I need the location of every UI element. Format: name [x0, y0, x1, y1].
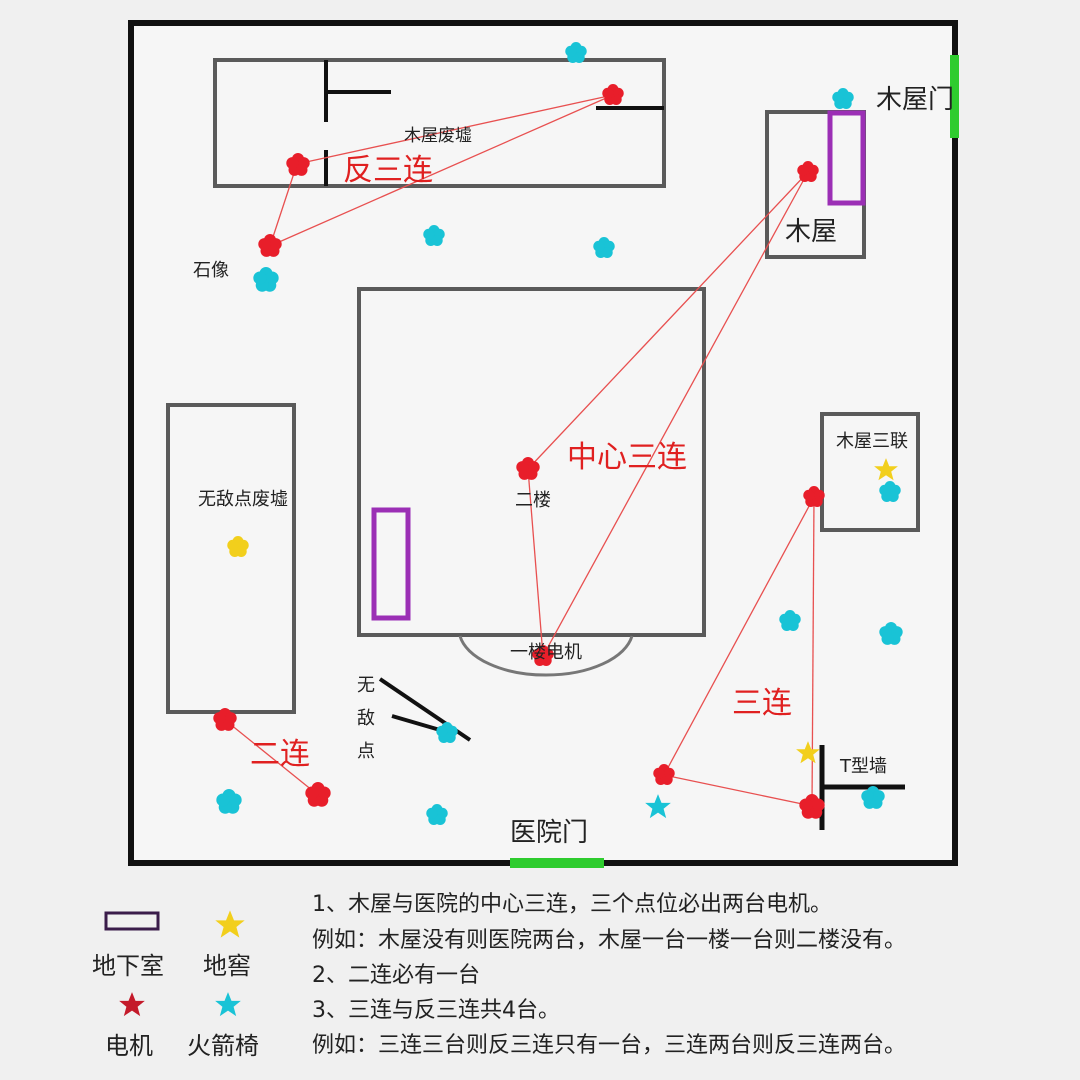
- no-enemy-label-1: 无: [357, 675, 375, 696]
- hospital-door: [510, 858, 604, 868]
- no-enemy-wall: [391, 714, 441, 732]
- note-line: 例如：木屋没有则医院两台，木屋一台一楼一台则二楼没有。: [312, 928, 907, 953]
- safe-ruins-building: [166, 403, 296, 714]
- reverse-triple-link: [269, 94, 614, 247]
- center-triple-link: [527, 468, 544, 657]
- legend-basement-icon: [104, 911, 160, 931]
- note-line: 2、二连必有一台: [312, 963, 480, 988]
- center-triple-link: [527, 171, 809, 470]
- triple-label: 三连: [732, 686, 792, 721]
- center-triple-link: [542, 171, 809, 657]
- legend-hatch-label: 地窖: [203, 952, 251, 980]
- double-label: 二连: [250, 737, 310, 772]
- note-line: 例如：三连三台则反三连只有一台，三连两台则反三连两台。: [312, 1033, 907, 1058]
- hospital-basement: [371, 507, 411, 621]
- reverse-triple-label: 反三连: [343, 153, 433, 188]
- center-triple-label: 中心三连: [567, 440, 687, 475]
- connection-lines: [224, 94, 815, 807]
- second-floor-label: 二楼: [515, 490, 551, 511]
- hospital-building: [357, 287, 706, 637]
- legend-generator-icon: [119, 992, 145, 1017]
- note-line: 3、三连与反三连共4台。: [312, 998, 560, 1023]
- no-enemy-label-2: 敌: [357, 708, 375, 729]
- cabin-door: [950, 55, 959, 138]
- cabin-triple-label: 木屋三联: [836, 431, 908, 452]
- legend-generator-label: 电机: [105, 1032, 153, 1060]
- legend-chair-icon: [215, 992, 241, 1017]
- triple-link: [663, 496, 815, 776]
- reverse-triple-link: [269, 163, 298, 247]
- cabin-basement: [827, 110, 866, 206]
- cabin-ruins-building: [213, 58, 666, 188]
- cabin-ruins-label: 木屋废墟: [404, 126, 472, 146]
- cabin-triple-building: [820, 412, 920, 532]
- cabin-label: 木屋: [785, 217, 837, 247]
- map-boundary: [128, 20, 958, 866]
- first-floor-gen-label: 一楼电机: [510, 642, 582, 663]
- reverse-triple-link: [296, 94, 614, 165]
- note-line: 1、木屋与医院的中心三连，三个点位必出两台电机。: [312, 892, 832, 917]
- legend-chair-label: 火箭椅: [187, 1032, 259, 1060]
- safe-ruins-label: 无敌点废墟: [198, 489, 288, 510]
- statue-label: 石像: [193, 260, 229, 281]
- cabin-door-label: 木屋门: [876, 85, 954, 115]
- double-link: [224, 719, 319, 796]
- hospital-door-label: 医院门: [510, 818, 588, 848]
- legend-hatch-icon: [215, 910, 245, 938]
- legend-basement-label: 地下室: [92, 952, 164, 980]
- t-wall-label: T型墙: [839, 756, 887, 777]
- triple-link: [663, 774, 813, 807]
- hospital-entrance-arc: [458, 635, 634, 677]
- no-enemy-label-3: 点: [357, 741, 375, 762]
